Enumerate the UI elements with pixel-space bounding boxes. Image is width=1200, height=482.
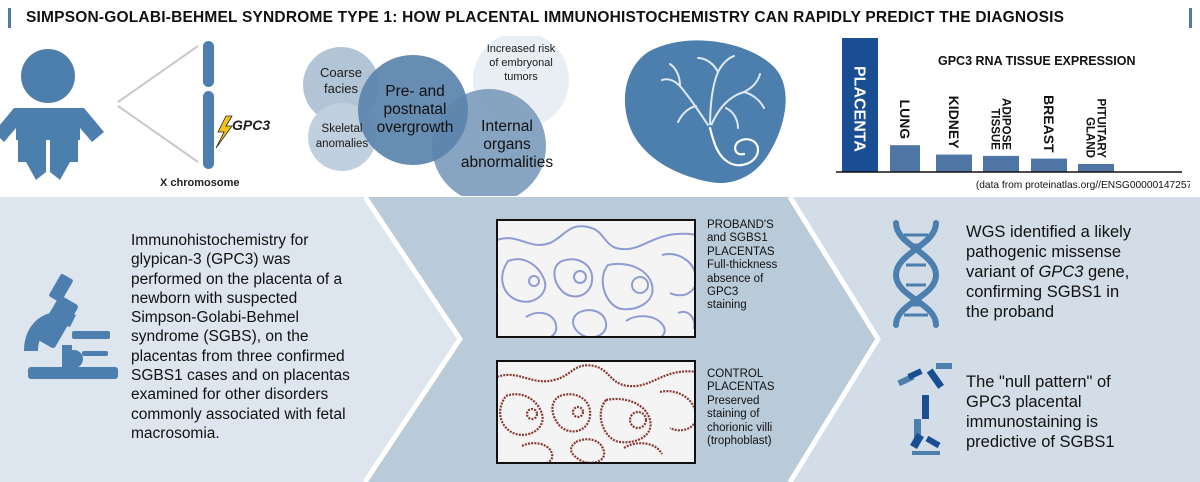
- proband-caption: PROBAND'S and SGBS1 PLACENTAS Full-thick…: [707, 219, 778, 312]
- bar-breast: [1031, 158, 1067, 172]
- bar-lung: [890, 145, 920, 172]
- wgs-conclusion-post: gene, confirming SGBS1 in the proband: [966, 263, 1130, 321]
- baby-icon: [0, 49, 104, 180]
- bar-label: LUNG: [897, 100, 913, 140]
- control-caption: CONTROL PLACENTAS Preserved staining of …: [707, 368, 775, 448]
- bar-kidney: [936, 154, 972, 172]
- wgs-conclusion: WGS identified a likely pathogenic misse…: [966, 222, 1188, 322]
- chart-bar-labels: PLACENTA LUNG KIDNEY ADIPOSETISSUE BREAST PIT…: [850, 66, 1106, 158]
- chevron-left: [362, 197, 464, 482]
- wgs-gene-name: GPC3: [1038, 263, 1084, 281]
- antibody-icon: [897, 363, 952, 455]
- microscope-icon: [24, 273, 118, 379]
- placenta-icon: [624, 40, 786, 183]
- bar-label: BREAST: [1041, 95, 1057, 153]
- chevron-right: [787, 197, 881, 482]
- proband-histology-image: [498, 225, 694, 336]
- chart-source-note: (data from proteinatlas.org//ENSG0000014…: [976, 180, 1190, 191]
- bar-adipose: [983, 155, 1019, 172]
- proband-slide: [496, 219, 696, 338]
- bar-label: KIDNEY: [946, 96, 962, 150]
- title-rule-left: [8, 8, 11, 28]
- gene-label: GPC3: [232, 117, 271, 133]
- bar-placenta: [842, 38, 878, 172]
- title-bar: SIMPSON-GOLABI-BEHMEL SYNDROME TYPE 1: H…: [0, 0, 1200, 36]
- bar-pituitary: [1078, 163, 1114, 172]
- lightning-icon: [215, 115, 233, 149]
- band-left: [0, 197, 460, 482]
- bar-label: PLACENTA: [850, 66, 867, 152]
- null-pattern-conclusion: The "null pattern" of GPC3 placental imm…: [966, 373, 1115, 451]
- control-slide: [496, 360, 696, 464]
- bar-label: PITUITARYGLAND: [1083, 99, 1106, 159]
- bubble-overgrowth: [358, 55, 468, 165]
- section-band: [0, 197, 1200, 482]
- chromosome-label: X chromosome: [160, 177, 240, 189]
- dna-icon: [892, 220, 940, 328]
- bar-label: ADIPOSETISSUE: [988, 98, 1011, 150]
- baby-chromosome-graphic: [0, 41, 233, 180]
- expression-bar-chart: PLACENTA LUNG KIDNEY ADIPOSETISSUE BREAST PIT…: [836, 38, 1190, 191]
- band-right-2: [790, 197, 1080, 482]
- chart-bars: [842, 38, 1114, 172]
- page-title: SIMPSON-GOLABI-BEHMEL SYNDROME TYPE 1: H…: [26, 9, 1065, 26]
- control-histology-image: [498, 364, 694, 462]
- x-chromosome-icon: [203, 41, 214, 169]
- chart-title: GPC3 RNA TISSUE EXPRESSION: [938, 54, 1136, 68]
- connector-lines: [117, 45, 199, 163]
- methods-text: Immunohistochemistry for glypican-3 (GPC…: [131, 232, 350, 442]
- title-rule-right: [1189, 8, 1192, 28]
- wgs-conclusion-pre: WGS identified a likely pathogenic misse…: [966, 223, 1132, 281]
